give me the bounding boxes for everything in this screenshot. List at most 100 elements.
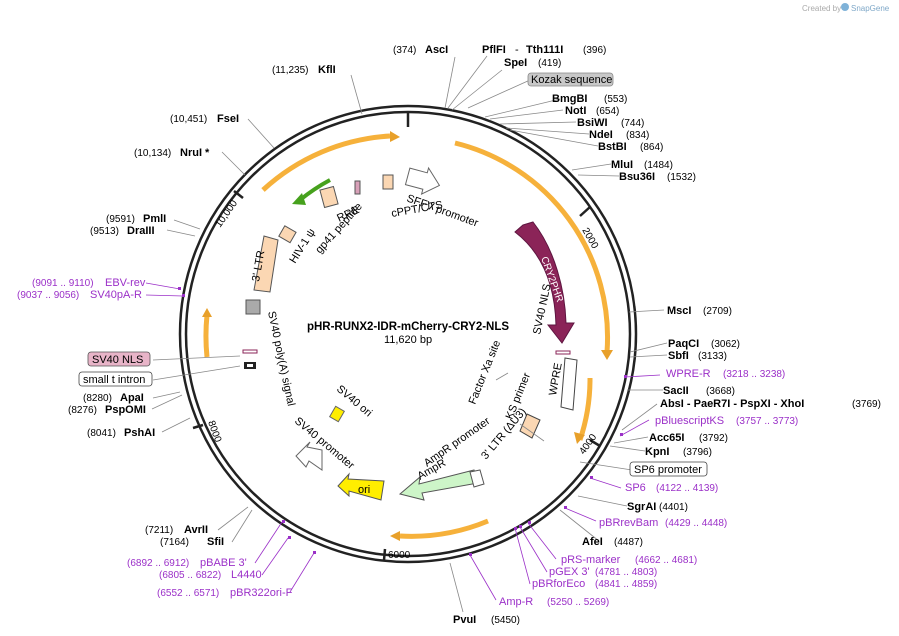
site-pos-sgrai: (4401) xyxy=(659,502,688,513)
primer-pbrrevbam[interactable]: pBRrevBam xyxy=(599,517,658,529)
primer-pgex3[interactable]: pGEX 3' xyxy=(549,566,590,578)
site-pos-nrui: (10,134) xyxy=(134,148,171,159)
site-msci[interactable]: MscI xyxy=(667,305,691,317)
site-sgrai[interactable]: SgrAI xyxy=(627,501,656,513)
site-pos-spei: (419) xyxy=(538,58,561,69)
kozak-box: Kozak sequence xyxy=(527,72,614,87)
primer-l4440[interactable]: L4440 xyxy=(231,569,262,581)
site-bstbi[interactable]: BstBI xyxy=(598,141,627,153)
site-afei[interactable]: AfeI xyxy=(582,536,603,548)
primer-markers xyxy=(178,287,627,556)
primer-sp6[interactable]: SP6 xyxy=(625,482,646,494)
site-pos-kpni: (3796) xyxy=(683,447,712,458)
primer-wpre-r[interactable]: WPRE-R xyxy=(666,368,711,380)
site-pos-mlui: (1484) xyxy=(644,160,673,171)
site-noti[interactable]: NotI xyxy=(565,105,586,117)
primer-amp-r[interactable]: Amp-R xyxy=(499,596,533,608)
site-pmli[interactable]: PmlI xyxy=(143,213,166,225)
site-pos-msci: (2709) xyxy=(703,306,732,317)
site-tth111i[interactable]: Tth111I xyxy=(526,44,563,56)
site-ndei[interactable]: NdeI xyxy=(589,129,613,141)
primer-sv40pa-r[interactable]: SV40pA-R xyxy=(90,289,142,301)
primer-prs-marker[interactable]: pRS-marker xyxy=(561,554,621,566)
ampr-promoter-box xyxy=(469,469,485,488)
gray-feature-box xyxy=(245,299,261,315)
ampr-promoter-label: AmpR promoter xyxy=(422,415,493,470)
primer-pos-pbrforeco: (4841 .. 4859) xyxy=(595,579,657,590)
ltr3-box xyxy=(253,235,279,293)
site-bmgbi[interactable]: BmgBI xyxy=(552,93,587,105)
primer-pos-prs-marker: (4662 .. 4681) xyxy=(635,555,697,566)
site-pspomi[interactable]: PspOMI xyxy=(105,404,146,416)
primer-pbabe3[interactable]: pBABE 3' xyxy=(200,557,247,569)
site-pos-absi: (3769) xyxy=(852,399,881,410)
site-bsu36i[interactable]: Bsu36I xyxy=(619,171,655,183)
sv40-promoter-arrow xyxy=(295,441,323,471)
primer-pos-ebv-rev: (9091 .. 9110) xyxy=(32,278,94,289)
map-title: pHR-RUNX2-IDR-mCherry-CRY2-NLS xyxy=(307,321,509,333)
primer-pos-pbr322ori-f: (6552 .. 6571) xyxy=(157,588,219,599)
site-nrui[interactable]: NruI * xyxy=(180,147,210,159)
site-pos-sacii: (3668) xyxy=(706,386,735,397)
ori-arrow xyxy=(337,472,385,501)
site-pos-pmli: (9591) xyxy=(106,214,135,225)
site-pos-pvui: (5450) xyxy=(491,615,520,626)
primer-pbr322ori-f[interactable]: pBR322ori-F xyxy=(230,587,293,599)
primer-pos-pbrrevbam: (4429 .. 4448) xyxy=(665,518,727,529)
site-draiii[interactable]: DraIII xyxy=(127,225,155,237)
gp41-box xyxy=(354,180,361,195)
site-bsiwi[interactable]: BsiWI xyxy=(577,117,608,129)
gp41-label: gp41 peptide xyxy=(313,201,364,256)
site-sacii[interactable]: SacII xyxy=(663,385,689,397)
scale-ticks xyxy=(192,113,601,561)
wpre-box xyxy=(560,357,578,411)
kozak-label: Kozak sequence xyxy=(531,74,612,86)
site-asci[interactable]: AscI xyxy=(425,44,448,56)
map-length: 11,620 bp xyxy=(384,334,432,346)
tick-10000: 10,000 xyxy=(213,198,240,230)
tick-6000: 6000 xyxy=(388,550,411,561)
site-fsei[interactable]: FseI xyxy=(217,113,239,125)
site-sfii[interactable]: SfiI xyxy=(207,536,224,548)
created-by-text: Created by xyxy=(802,4,841,13)
snapgene-brand: SnapGene xyxy=(851,4,890,13)
site-apai[interactable]: ApaI xyxy=(120,392,144,404)
site-pos-bsu36i: (1532) xyxy=(667,172,696,183)
site-pos-asci: (374) xyxy=(393,45,416,56)
sv40-promoter-label: SV40 promoter xyxy=(292,415,357,472)
site-pflfi[interactable]: PflFI xyxy=(482,44,506,56)
ampr-arrow xyxy=(398,469,479,501)
site-pos-sbfi: (3133) xyxy=(698,351,727,362)
site-pos-pspomi: (8276) xyxy=(68,405,97,416)
wpre-label: WPRE xyxy=(547,362,565,397)
site-pos-pflfi: (396) xyxy=(583,45,606,56)
primer-pos-amp-r: (5250 .. 5269) xyxy=(547,597,609,608)
site-kfli[interactable]: KflI xyxy=(318,64,336,76)
site-pos-pshai: (8041) xyxy=(87,428,116,439)
site-sep: - xyxy=(515,44,519,56)
primer-pos-l4440: (6805 .. 6822) xyxy=(159,570,221,581)
site-paqci[interactable]: PaqCI xyxy=(668,338,699,350)
site-sbfi[interactable]: SbfI xyxy=(668,350,689,362)
site-mlui[interactable]: MluI xyxy=(611,159,633,171)
site-pshai[interactable]: PshAI xyxy=(124,427,155,439)
site-acc65i[interactable]: Acc65I xyxy=(649,432,684,444)
cry2phr-arrow xyxy=(514,221,575,344)
site-spei[interactable]: SpeI xyxy=(504,57,527,69)
site-avrii[interactable]: AvrII xyxy=(184,524,208,536)
cppt-box xyxy=(382,174,394,190)
primer-pbrforeco[interactable]: pBRforEco xyxy=(532,578,585,590)
primer-ebv-rev[interactable]: EBV-rev xyxy=(105,277,146,289)
ori-label: ori xyxy=(358,484,370,496)
sv40-nls-box-label: SV40 NLS xyxy=(92,354,143,366)
rre-box xyxy=(319,185,339,209)
sv40-nls-bar-left xyxy=(242,349,258,354)
site-kpni[interactable]: KpnI xyxy=(645,446,669,458)
site-pvui[interactable]: PvuI xyxy=(453,614,476,626)
site-pos-bstbi: (864) xyxy=(640,142,663,153)
site-pos-apai: (8280) xyxy=(83,393,112,404)
site-absi-group[interactable]: AbsI - PaeR7I - PspXI - XhoI xyxy=(660,398,804,410)
primer-pbluescriptks[interactable]: pBluescriptKS xyxy=(655,415,724,427)
snapgene-logo-icon xyxy=(841,3,849,11)
